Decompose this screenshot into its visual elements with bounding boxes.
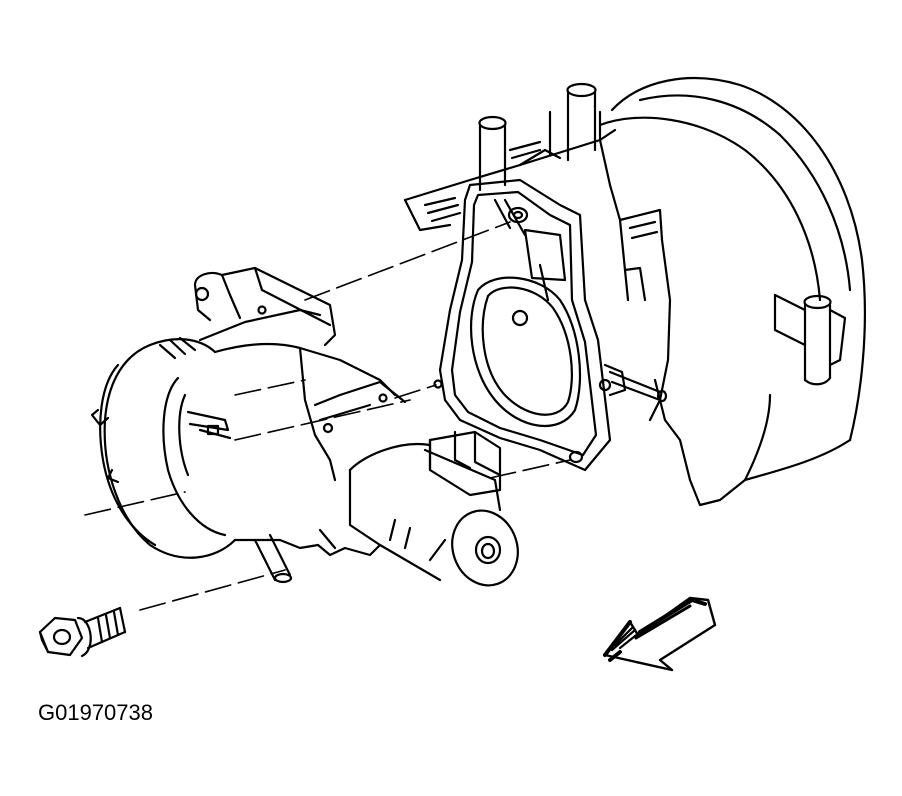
intake-manifold [403, 77, 866, 507]
throttle-body-gasket [433, 178, 668, 472]
figure-code-label: G01970738 [38, 700, 153, 725]
alignment-dashed-lines [84, 221, 571, 611]
throttle-body-assembly [90, 266, 519, 587]
forward-direction-arrow-icon [603, 596, 717, 672]
flange-bolt-icon [38, 606, 127, 658]
